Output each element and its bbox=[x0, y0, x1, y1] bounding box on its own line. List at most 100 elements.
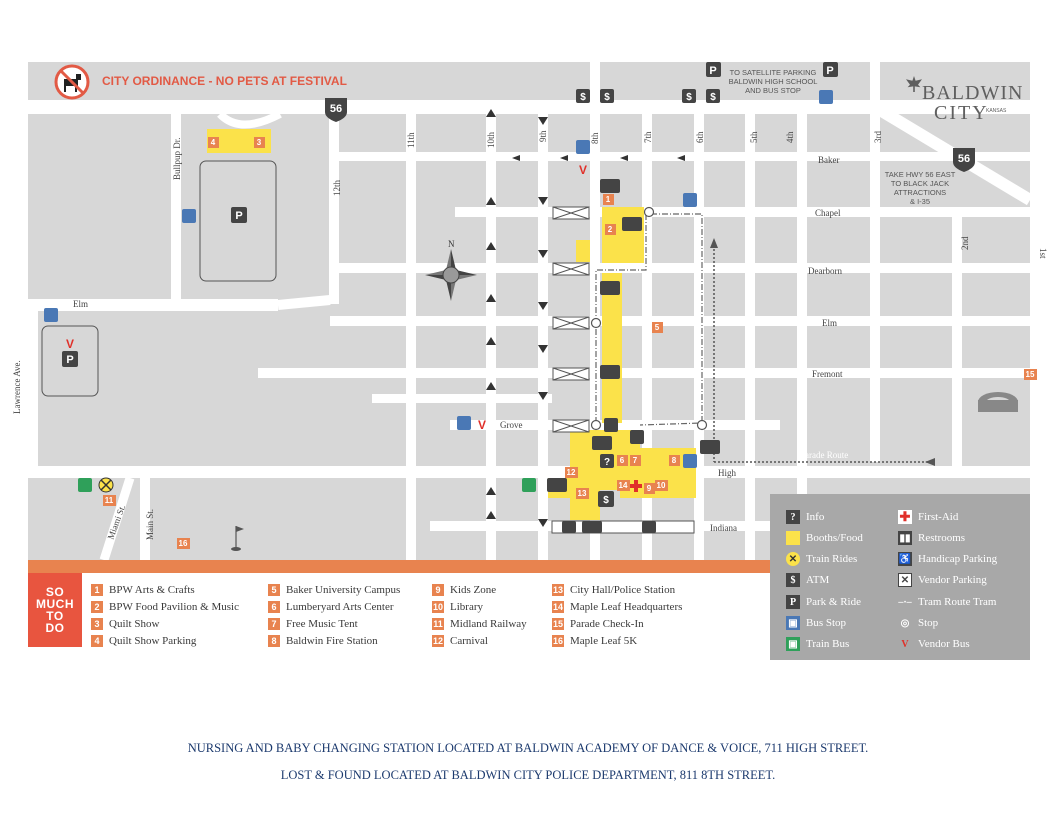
svg-text:11: 11 bbox=[105, 496, 114, 505]
list-label: Baldwin Fire Station bbox=[286, 634, 378, 647]
logo-line2: CITY bbox=[934, 102, 989, 124]
legend-label: Booths/Food bbox=[806, 532, 863, 544]
atm-icon: $ bbox=[576, 89, 590, 103]
legend-item-train-rides: ✕Train Rides bbox=[786, 552, 857, 566]
svg-text:$: $ bbox=[603, 495, 609, 506]
atm-icon: $ bbox=[682, 89, 696, 103]
parking-icon-satellite-left: P bbox=[706, 62, 721, 77]
info-icon: ? bbox=[786, 510, 800, 524]
atm-icon: $ bbox=[706, 89, 720, 103]
list-number: 5 bbox=[268, 583, 280, 596]
train-icon: ✕ bbox=[786, 552, 800, 566]
street-label-3rd: 3rd bbox=[873, 131, 883, 143]
bus-icon: ▣ bbox=[786, 616, 800, 630]
legend-item-tram-route: –·–Tram Route Tram bbox=[898, 595, 996, 609]
svg-text:$: $ bbox=[710, 92, 716, 103]
svg-text:10: 10 bbox=[657, 481, 666, 490]
list-number: 3 bbox=[91, 617, 103, 630]
svg-text:15: 15 bbox=[1026, 370, 1035, 379]
hwy-east-note: TAKE HWY 56 EAST TO BLACK JACK ATTRACTIO… bbox=[880, 170, 960, 206]
hwy-shield-west: 56 bbox=[325, 98, 347, 122]
street-label-11th: 11th bbox=[406, 132, 416, 148]
train-bus-icon: ▣ bbox=[786, 637, 800, 651]
compass-icon bbox=[425, 249, 477, 301]
street-label-2nd: 2nd bbox=[960, 236, 970, 250]
svg-text:V: V bbox=[579, 163, 587, 177]
street-label-1st: 1st bbox=[1038, 248, 1048, 259]
list-label: Carnival bbox=[450, 634, 488, 647]
list-label: Maple Leaf 5K bbox=[570, 634, 638, 647]
legend-item-stop: ◎Stop bbox=[898, 616, 939, 630]
nursing-station-notice: NURSING AND BABY CHANGING STATION LOCATE… bbox=[187, 741, 869, 755]
list-number: 6 bbox=[268, 600, 280, 613]
logo-sub: KANSAS bbox=[986, 108, 1007, 114]
list-label: Free Music Tent bbox=[286, 617, 358, 630]
legend-label: Handicap Parking bbox=[918, 553, 998, 565]
list-label: Lumberyard Arts Center bbox=[286, 600, 394, 613]
svg-text:13: 13 bbox=[578, 489, 587, 498]
no-pets-ordinance: CITY ORDINANCE - NO PETS AT FESTIVAL bbox=[102, 74, 347, 88]
legend-item-vendor-parking: ✕Vendor Parking bbox=[898, 573, 987, 587]
parade-arrow-left-icon bbox=[925, 458, 935, 466]
street-label-8th: 8th bbox=[590, 132, 600, 144]
list-number: 1 bbox=[91, 583, 103, 596]
tram-stops bbox=[590, 206, 708, 431]
handicap-icons bbox=[562, 418, 656, 533]
atm-icon: $ bbox=[786, 573, 800, 587]
first-aid-icon: ✚ bbox=[898, 509, 912, 524]
list-number: 13 bbox=[552, 583, 564, 596]
svg-text:12: 12 bbox=[567, 468, 576, 477]
street-label-fremont: Fremont bbox=[812, 369, 843, 379]
legend-label: Train Bus bbox=[806, 638, 850, 650]
svg-text:4: 4 bbox=[211, 138, 216, 147]
note-line: TAKE HWY 56 EAST bbox=[884, 170, 956, 179]
north-curve-road bbox=[217, 110, 282, 129]
badge-line: MUCH bbox=[36, 597, 74, 611]
svg-text:P: P bbox=[235, 210, 242, 222]
handicap-icon: ♿ bbox=[898, 552, 912, 566]
list-number: 10 bbox=[432, 600, 444, 613]
street-label-high: High bbox=[718, 468, 737, 478]
bus-stops bbox=[44, 90, 833, 492]
badge-line: DO bbox=[45, 621, 65, 635]
svg-text:6: 6 bbox=[620, 456, 625, 465]
svg-text:V: V bbox=[66, 337, 74, 351]
list-label: Baker University Campus bbox=[286, 583, 401, 596]
svg-text:$: $ bbox=[604, 92, 610, 103]
satellite-parking-note: TO SATELLITE PARKING BALDWIN HIGH SCHOOL… bbox=[726, 68, 820, 95]
legend-item-info: ? Info bbox=[786, 510, 824, 524]
miami-st-diagonal bbox=[99, 476, 135, 562]
location-markers: 1 2 3 4 5 6 7 8 9 10 11 12 13 14 15 16 bbox=[103, 137, 1037, 549]
list-number: 15 bbox=[552, 617, 564, 630]
street-label-elm-east: Elm bbox=[822, 318, 837, 328]
train-ride-icon bbox=[98, 477, 114, 493]
compass-north-label: N bbox=[448, 239, 455, 249]
note-line: TO SATELLITE PARKING bbox=[729, 68, 817, 77]
svg-text:P: P bbox=[709, 65, 716, 77]
legend-item-booths: Booths/Food bbox=[786, 531, 863, 545]
hwy-number: 56 bbox=[958, 153, 970, 165]
orange-divider bbox=[28, 560, 770, 574]
tram-route-icon: –·– bbox=[898, 596, 912, 608]
atm-icon: $ bbox=[598, 491, 614, 507]
legend-label: Stop bbox=[918, 617, 939, 629]
street-label-baker: Baker bbox=[818, 155, 840, 165]
svg-text:$: $ bbox=[580, 92, 586, 103]
svg-text:P: P bbox=[66, 354, 73, 366]
no-pets-icon bbox=[54, 64, 90, 100]
elm-diagonal bbox=[277, 295, 331, 310]
legend-label: Info bbox=[806, 511, 825, 523]
list-label: Quilt Show Parking bbox=[109, 634, 197, 647]
